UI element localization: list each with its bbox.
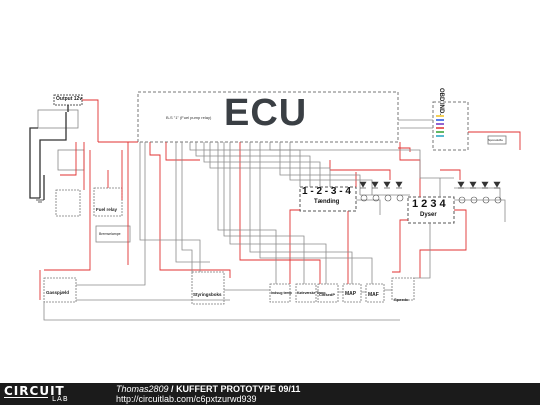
relay-box-1[interactable] — [55, 189, 81, 217]
injector-diodes — [457, 181, 501, 189]
circuitlab-footer: CIRCUIT LAB Thomas2809 / KUFFERT PROTOTY… — [0, 383, 540, 405]
brake-label: Bremselampe — [99, 232, 121, 236]
project-title: Thomas2809 / KUFFERT PROTOTYPE 09/11 — [116, 384, 300, 394]
ecu-small-text: B-S "1" (Fuel pump relay) — [166, 115, 212, 120]
sensor-label-closedp: ClosedP — [319, 292, 336, 297]
sensor-box-gasspjaeld[interactable] — [43, 277, 77, 303]
sensor-label-maf: MAF — [368, 292, 379, 298]
author-name[interactable]: Thomas2809 — [116, 384, 169, 394]
sensor-label-styringsboks: Styringsboks — [193, 292, 222, 297]
sensor-label-indsug: Indsug temp — [271, 291, 292, 295]
ecu-box[interactable] — [137, 91, 399, 143]
sensor-box-styringsboks[interactable] — [191, 271, 225, 305]
resistor-box[interactable] — [37, 109, 79, 129]
sensor-box-1[interactable] — [269, 283, 291, 303]
brake-box[interactable] — [95, 225, 131, 243]
wires-red — [39, 99, 521, 300]
injector-sub: Dyser — [420, 212, 437, 218]
ignition-diodes — [359, 181, 403, 189]
circuitlab-logo[interactable]: CIRCUIT — [4, 384, 65, 398]
sensor-label-gasspjaeld: Gasspjæld — [46, 290, 70, 295]
sensor-box-2[interactable] — [295, 283, 317, 303]
sensor-label-speedo: Speedo — [394, 297, 409, 302]
sensor-label-map: MAP — [345, 291, 357, 297]
circuitlab-logo-lab: LAB — [52, 395, 69, 403]
wires-gray — [43, 119, 506, 321]
ecu-label: ECU — [224, 92, 308, 134]
logo-underline — [4, 397, 48, 398]
transistor-row-injector — [458, 196, 502, 204]
project-name: KUFFERT PROTOTYPE 09/11 — [176, 384, 301, 394]
project-url[interactable]: http://circuitlab.com/c6pxtzurwd939 — [116, 394, 257, 404]
sensor-box-speedo[interactable] — [391, 277, 415, 301]
obd-box[interactable] — [432, 101, 469, 151]
injector-box[interactable] — [407, 196, 455, 224]
obd-label: OBD IND. — [438, 88, 444, 115]
sensor-label-koelevaeske: Kølevæske Temp. — [297, 291, 327, 295]
ignition-numbers: 1 - 2 - 3 - 4 — [302, 186, 351, 197]
sensor-box-3[interactable] — [317, 283, 339, 303]
transistor-row-ignition — [360, 194, 404, 202]
ground-symbols — [36, 199, 44, 203]
output-label: Output 12v — [56, 96, 83, 102]
obd-pins — [436, 115, 444, 137]
wires-black — [29, 105, 69, 200]
fuel-relay-label: Fuel relay — [96, 207, 118, 212]
sensor-box-maf[interactable] — [365, 283, 385, 303]
relay-left-box[interactable] — [57, 149, 85, 171]
speed-box[interactable] — [487, 135, 507, 145]
title-separator: / — [168, 384, 177, 394]
injector-numbers: 1 2 3 4 — [412, 198, 446, 210]
ignition-sub: Tænding — [314, 199, 340, 205]
ignition-box[interactable] — [299, 186, 357, 212]
right-box-label: Sporeskifte — [488, 138, 504, 142]
